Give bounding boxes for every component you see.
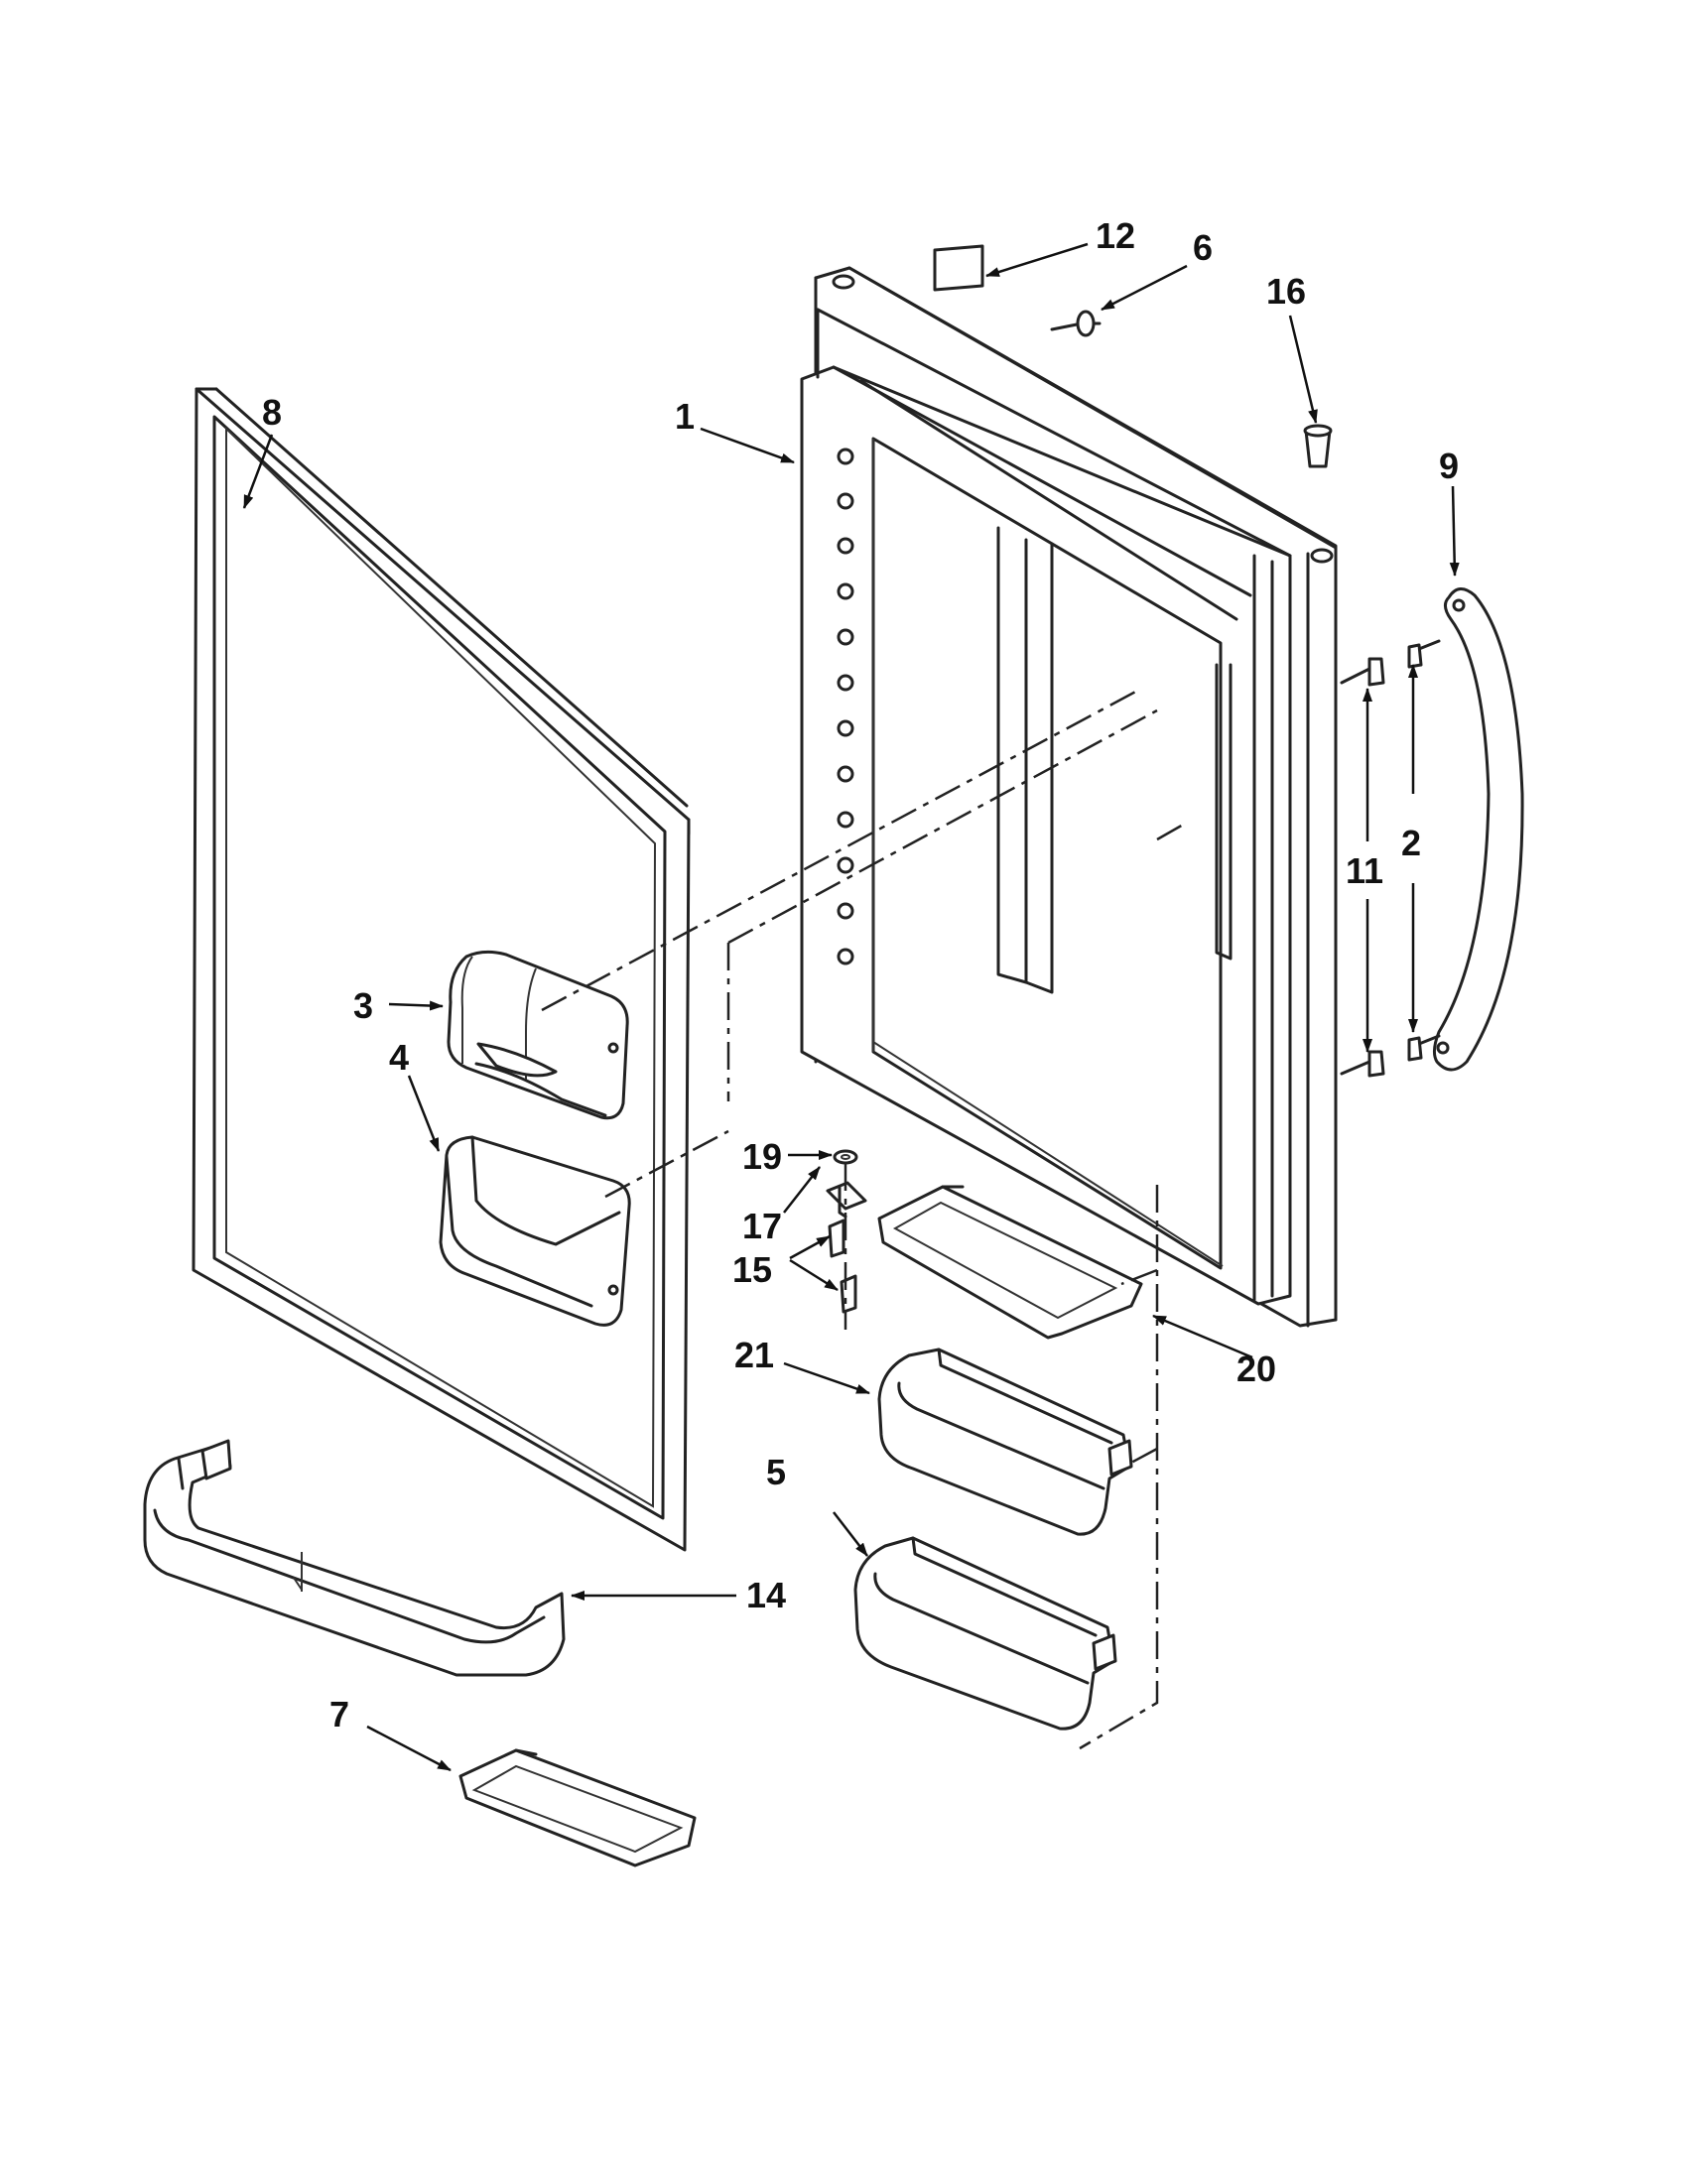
small-shelf-part <box>458 1748 697 1867</box>
callout-17: 17 <box>742 1206 782 1246</box>
long-door-bin-part <box>143 1439 566 1677</box>
callout-15: 15 <box>732 1249 772 1290</box>
callout-7: 7 <box>329 1694 349 1734</box>
callout-20: 20 <box>1236 1349 1276 1389</box>
callout-5: 5 <box>766 1452 786 1492</box>
shelf-rail-bumps <box>837 448 854 965</box>
callout-2: 2 <box>1401 823 1421 863</box>
door-bin-lower-part <box>853 1536 1117 1731</box>
callout-arrows <box>242 242 1460 1772</box>
callout-12: 12 <box>1096 215 1135 256</box>
dairy-cover-part <box>447 950 629 1120</box>
callout-21: 21 <box>734 1335 774 1375</box>
handle-screws-part <box>1340 639 1441 1078</box>
callout-labels: 12 6 16 1 8 9 2 11 3 4 19 17 15 20 21 5 … <box>262 215 1459 1734</box>
assembly-leader-lines <box>541 687 1186 1750</box>
door-shelf-part <box>877 1185 1143 1340</box>
dairy-bin-part <box>439 1135 631 1327</box>
callout-6: 6 <box>1193 227 1213 268</box>
label-part <box>933 244 984 292</box>
callout-11: 11 <box>1346 850 1383 891</box>
callout-4: 4 <box>389 1037 409 1078</box>
hinge-pin-part <box>1050 310 1102 337</box>
door-liner-part <box>800 266 1338 1328</box>
callout-16: 16 <box>1266 271 1306 312</box>
callout-1: 1 <box>675 396 695 437</box>
callout-9: 9 <box>1439 446 1459 486</box>
door-bin-part <box>877 1348 1133 1536</box>
hinge-bushing-part <box>1303 424 1333 468</box>
callout-19: 19 <box>742 1136 782 1177</box>
door-handle-part <box>1432 587 1524 1072</box>
callout-8: 8 <box>262 392 282 433</box>
door-panel-part <box>192 387 691 1552</box>
callout-14: 14 <box>746 1575 786 1615</box>
callout-3: 3 <box>353 985 373 1026</box>
